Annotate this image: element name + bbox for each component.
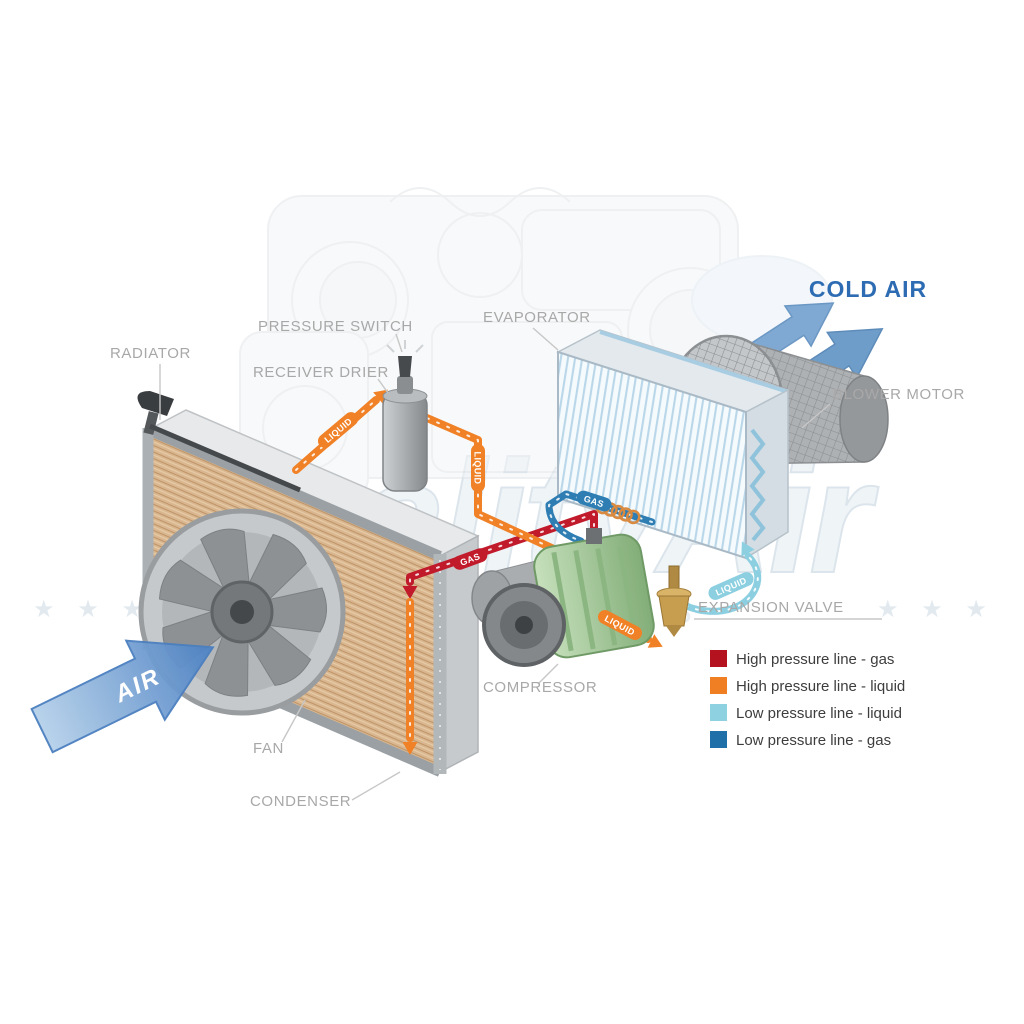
cold-air-label: COLD AIR [809,276,927,302]
expansion-valve [656,565,692,637]
air-intake-arrow: AIR [30,639,215,754]
receiver-drier [382,340,428,492]
label-blower-motor: BLOWER MOTOR [833,386,965,403]
tag-gas-evap-to-comp: GAS [576,490,612,512]
label-compressor: COMPRESSOR [483,679,597,696]
refrigerant-lines [292,383,762,755]
legend-swatch-lp-gas [710,731,727,748]
pressure-switch [398,356,412,377]
label-pressure-switch: PRESSURE SWITCH [258,318,413,335]
legend: High pressure line - gas High pressure l… [710,650,905,749]
label-expansion-valve: EXPANSION VALVE [698,599,844,616]
label-fan: FAN [253,740,284,757]
svg-text:Low pressure line - gas: Low pressure line - gas [736,732,891,749]
legend-swatch-hp-liquid [710,677,727,694]
legend-swatch-hp-gas [710,650,727,667]
tag-gas-comp-to-cond: GAS [452,548,488,570]
radiator [137,391,301,493]
svg-text:High pressure line - liquid: High pressure line - liquid [736,678,905,695]
svg-text:LIQUID: LIQUID [473,452,483,485]
svg-text:High pressure line - gas: High pressure line - gas [736,651,894,668]
watermark-stars-left: ★ ★ ★ [33,596,151,623]
label-radiator: RADIATOR [110,345,191,362]
legend-swatch-lp-liquid [710,704,727,721]
label-evaporator: EVAPORATOR [483,309,591,326]
legend-item-hp-gas: High pressure line - gas [710,650,894,668]
watermark-stars-right: ★ ★ ★ [877,596,995,623]
svg-text:Low pressure line - liquid: Low pressure line - liquid [736,705,902,722]
legend-item-hp-liquid: High pressure line - liquid [710,677,905,695]
label-condenser: CONDENSER [250,793,351,810]
label-receiver-drier: RECEIVER DRIER [253,364,389,381]
component-labels: RADIATOR PRESSURE SWITCH RECEIVER DRIER … [110,309,965,810]
evaporator-pipe-coil [749,428,766,542]
legend-item-lp-liquid: Low pressure line - liquid [710,704,902,722]
legend-item-lp-gas: Low pressure line - gas [710,731,891,749]
tag-liquid-drier-out: LIQUID [471,444,485,492]
